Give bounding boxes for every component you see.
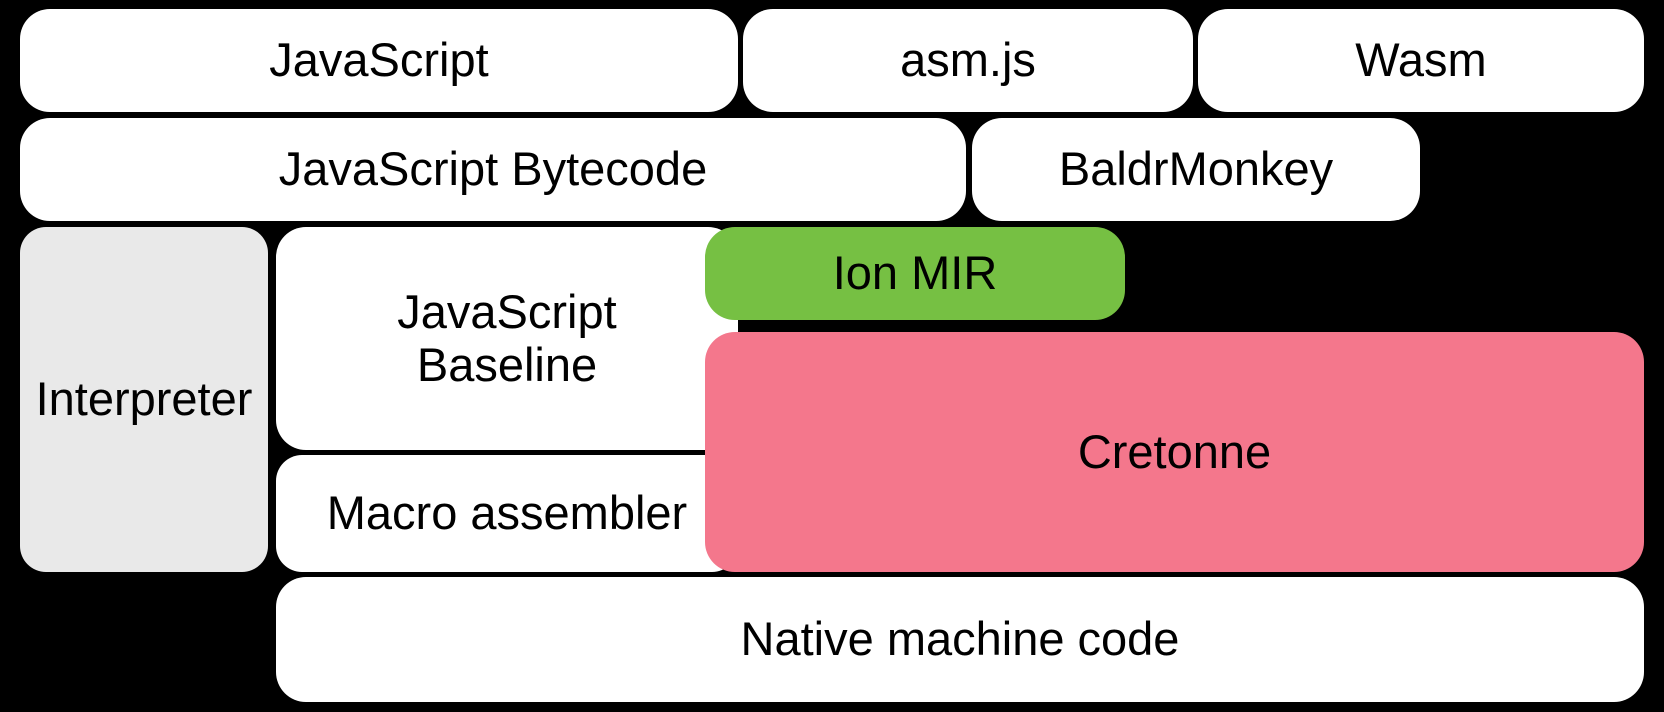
node-javascript: JavaScript [20,9,738,112]
node-javascript-bytecode: JavaScript Bytecode [20,118,966,221]
node-asmjs: asm.js [743,9,1193,112]
node-ion-mir: Ion MIR [705,227,1125,320]
node-interpreter: Interpreter [20,227,268,572]
node-wasm: Wasm [1198,9,1644,112]
node-javascript-baseline: JavaScript Baseline [276,227,738,450]
node-cretonne: Cretonne [705,332,1644,572]
node-macro-assembler: Macro assembler [276,455,738,572]
node-native-machine-code: Native machine code [276,577,1644,702]
node-baldrmonkey: BaldrMonkey [972,118,1420,221]
